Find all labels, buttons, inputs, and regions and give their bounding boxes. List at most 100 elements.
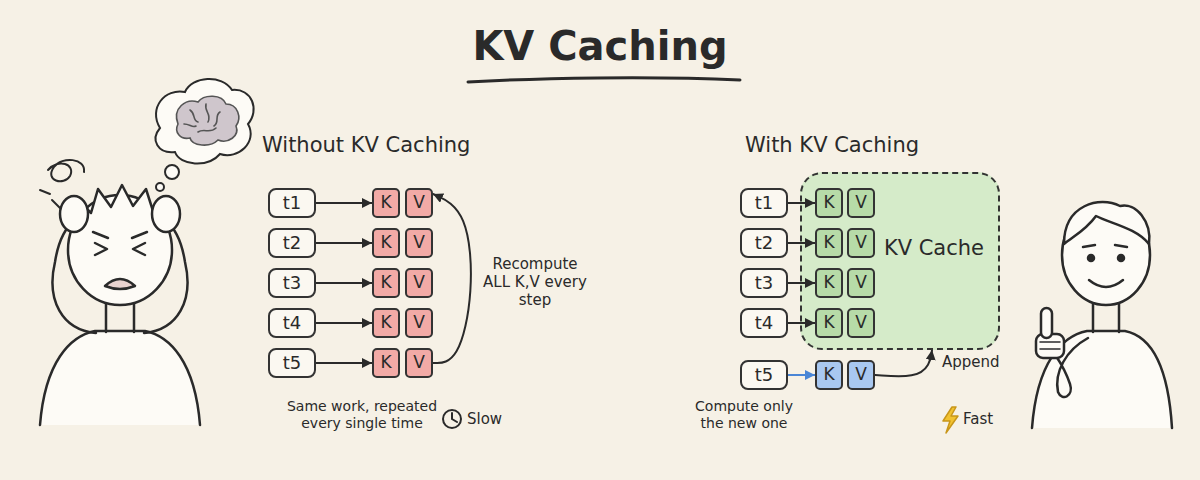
box-label: t5 (283, 353, 302, 374)
box-label: t4 (283, 313, 302, 334)
happy-person (1032, 331, 1172, 428)
clock-icon (443, 410, 461, 428)
flow-arrow (316, 282, 372, 284)
box-label: V (413, 313, 425, 333)
box-label: V (855, 313, 867, 333)
brain-icon (177, 96, 239, 145)
stressed-person (40, 331, 200, 425)
value-vector-box: V (847, 308, 875, 338)
value-vector-box: V (847, 268, 875, 298)
box-label: K (823, 313, 834, 333)
flow-arrow (316, 322, 372, 324)
key-vector-box: K (815, 268, 843, 298)
box-label: V (855, 193, 867, 213)
box-label: K (380, 233, 391, 253)
stress-scribble (40, 160, 84, 208)
happy-person (1040, 342, 1060, 349)
stressed-person (53, 221, 96, 333)
stressed-person (144, 221, 187, 333)
kv-cache-fill (800, 172, 1000, 350)
key-vector-box: K (372, 268, 400, 298)
token-box: t4 (740, 308, 788, 338)
stressed-person (60, 196, 88, 232)
thought-bubble (156, 79, 254, 164)
token-box: t1 (740, 188, 788, 218)
happy-person (1118, 255, 1124, 261)
thought-bubble (156, 79, 254, 191)
curved-arrow (433, 194, 471, 363)
value-vector-box: V (405, 348, 433, 378)
brain-icon (177, 96, 239, 145)
kv-cache-region: KV CacheKVKVKVKV (800, 172, 1000, 350)
edge-annotation: Recompute ALL K,V every step (483, 255, 587, 309)
stressed-person (105, 279, 135, 289)
happy-person (1088, 255, 1094, 261)
box-label: V (413, 193, 425, 213)
stressed-person (152, 196, 180, 232)
box-label: V (855, 273, 867, 293)
flow-arrow (788, 374, 815, 376)
token-box: t5 (268, 348, 316, 378)
key-vector-box: K (372, 228, 400, 258)
token-box: t2 (740, 228, 788, 258)
token-box: t1 (268, 188, 316, 218)
stressed-person (95, 243, 145, 255)
stressed-person (40, 185, 200, 425)
value-vector-box: V (405, 308, 433, 338)
flow-arrow (316, 242, 372, 244)
key-vector-box: K (815, 308, 843, 338)
box-label: K (380, 313, 391, 333)
box-label: V (413, 273, 425, 293)
box-label: K (823, 273, 834, 293)
thought-bubble (165, 165, 179, 179)
box-label: K (823, 365, 834, 385)
box-label: V (413, 233, 425, 253)
section-heading: Without KV Caching (262, 133, 470, 158)
title-underline (468, 78, 740, 82)
flow-arrow (316, 362, 372, 364)
stress-scribble (40, 190, 60, 208)
lightning-icon (943, 407, 958, 433)
stressed-person (93, 232, 147, 238)
box-label: t3 (283, 273, 302, 294)
box-label: K (380, 273, 391, 293)
region-title: KV Cache (884, 236, 984, 260)
happy-person (1032, 202, 1172, 428)
box-label: t5 (755, 365, 774, 386)
box-label: t1 (755, 193, 774, 214)
box-label: V (413, 353, 425, 373)
stress-scribble (48, 160, 84, 181)
box-label: K (823, 193, 834, 213)
value-vector-box: V (847, 188, 875, 218)
note: Same work, repeated every single time (281, 398, 443, 432)
speed-label: Slow (467, 410, 502, 428)
value-vector-box: V (405, 268, 433, 298)
happy-person (1089, 280, 1123, 287)
edge-annotation: Append (942, 353, 1000, 371)
box-label: t4 (755, 313, 774, 334)
key-vector-box: K (815, 228, 843, 258)
value-vector-box: V (847, 360, 875, 390)
box-label: V (855, 365, 867, 385)
box-label: K (380, 193, 391, 213)
speed-label: Fast (963, 410, 993, 428)
brain-icon (184, 104, 220, 132)
key-vector-box: K (372, 188, 400, 218)
box-label: t2 (755, 233, 774, 254)
title-underline (468, 78, 740, 82)
token-box: t3 (740, 268, 788, 298)
key-vector-box: K (372, 308, 400, 338)
flow-arrow (316, 202, 372, 204)
token-box: t2 (268, 228, 316, 258)
clock-icon (452, 413, 457, 422)
box-label: t1 (283, 193, 302, 214)
value-vector-box: V (847, 228, 875, 258)
box-label: K (380, 353, 391, 373)
note: Compute only the new one (686, 398, 802, 432)
thought-bubble (156, 183, 164, 191)
box-label: K (823, 233, 834, 253)
key-vector-box: K (815, 360, 843, 390)
value-vector-box: V (405, 228, 433, 258)
token-box: t3 (268, 268, 316, 298)
